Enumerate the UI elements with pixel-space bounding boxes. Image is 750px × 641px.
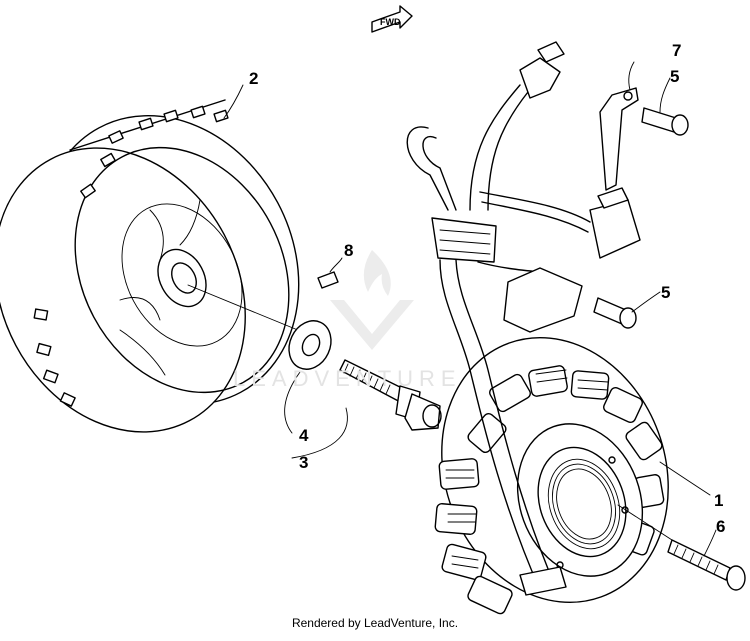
callout-4: 4 bbox=[299, 426, 309, 445]
callout-5-upper: 5 bbox=[670, 67, 679, 86]
render-credit: Rendered by LeadVenture, Inc. bbox=[291, 616, 459, 630]
forward-label: FWD bbox=[380, 17, 401, 27]
callout-7: 7 bbox=[672, 41, 681, 60]
bracket-part bbox=[599, 87, 639, 191]
callout-5-lower: 5 bbox=[661, 283, 670, 302]
watermark-logo-icon bbox=[330, 250, 414, 350]
flywheel-bolt-part bbox=[339, 359, 442, 431]
callout-labels: 1 2 3 4 5 5 6 7 8 bbox=[249, 41, 725, 536]
woodruff-key-part bbox=[317, 271, 339, 289]
callout-6: 6 bbox=[716, 517, 725, 536]
screw-part-upper bbox=[641, 107, 689, 136]
stator-part bbox=[434, 336, 669, 615]
wiring-harness bbox=[406, 41, 641, 596]
forward-arrow-icon: FWD bbox=[371, 5, 413, 33]
stator-bolt-part bbox=[667, 539, 746, 591]
callout-2: 2 bbox=[249, 69, 258, 88]
washer-part bbox=[288, 320, 332, 370]
leader-lines bbox=[223, 61, 717, 557]
callout-3: 3 bbox=[299, 453, 308, 472]
watermark-text: LEADVENTURE bbox=[233, 366, 462, 391]
screw-part-lower bbox=[593, 297, 637, 329]
callout-1: 1 bbox=[714, 491, 723, 510]
flywheel-part bbox=[0, 99, 300, 433]
callout-8: 8 bbox=[344, 241, 353, 260]
